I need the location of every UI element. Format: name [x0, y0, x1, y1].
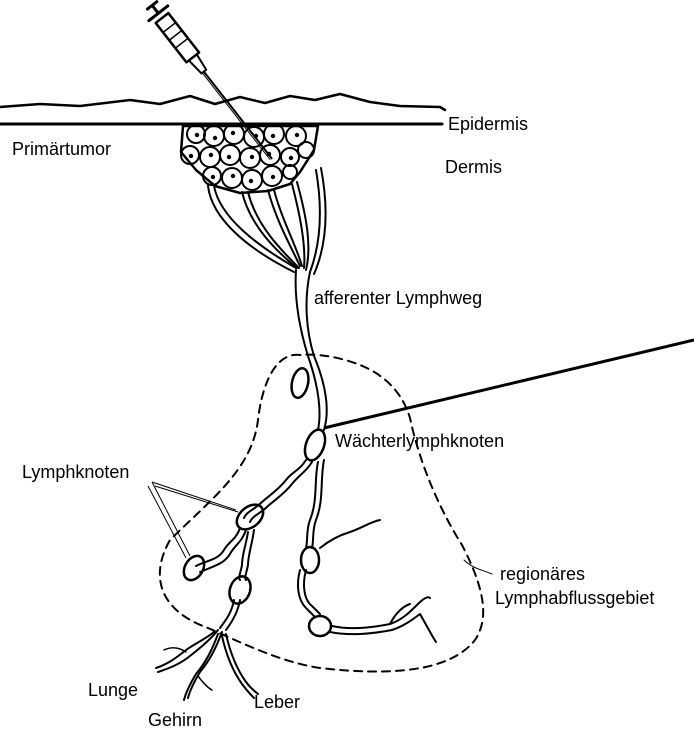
syringe-icon — [143, 0, 281, 166]
lymph-node-upper — [289, 367, 311, 400]
label-primary-tumor: Primärtumor — [12, 139, 111, 159]
sentinel-node-pointer — [324, 340, 694, 428]
label-dermis: Dermis — [445, 157, 502, 177]
lymph-node-right — [301, 547, 319, 573]
region-leader-line — [464, 560, 492, 574]
label-region-line1: regionäres — [500, 564, 585, 584]
label-lymph-nodes: Lymphknoten — [22, 462, 129, 482]
label-epidermis: Epidermis — [448, 114, 528, 134]
label-brain: Gehirn — [148, 710, 202, 729]
label-region-line2: Lymphabflussgebiet — [495, 588, 654, 608]
lymph-node-mid — [232, 500, 268, 535]
distant-routes — [156, 630, 258, 700]
label-afferent-vessel: afferenter Lymphweg — [314, 288, 482, 308]
lymph-node-leader-lines — [148, 482, 238, 558]
sentinel-lymph-node — [301, 427, 329, 463]
label-lung: Lunge — [88, 680, 138, 700]
label-sentinel-node: Wächterlymphknoten — [335, 431, 504, 451]
lymph-node-bottom-right — [309, 616, 331, 636]
lymph-node-left — [180, 552, 209, 584]
afferent-lymph-vessels — [208, 168, 327, 430]
label-liver: Leber — [254, 692, 300, 712]
